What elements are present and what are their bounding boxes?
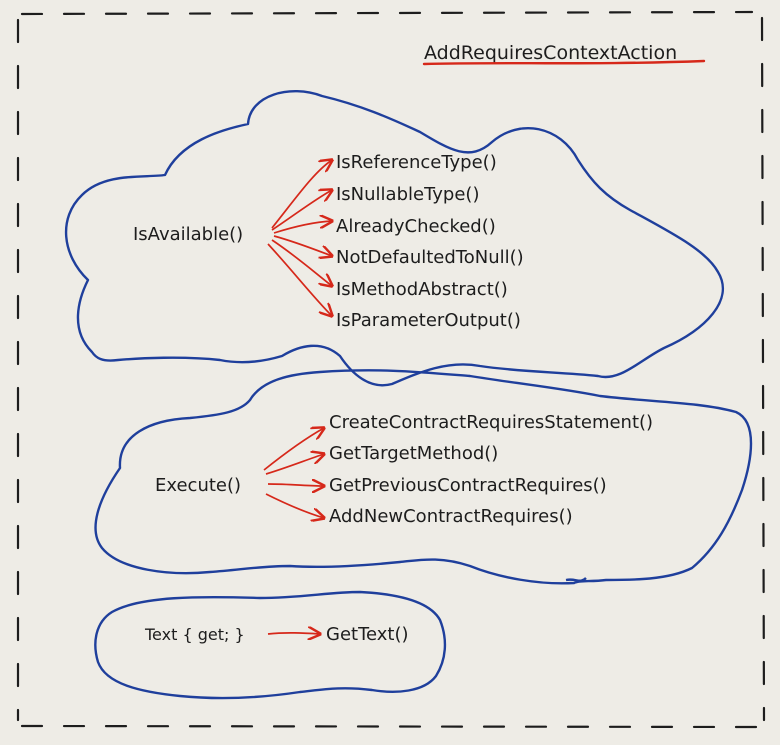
target-already-checked: AlreadyChecked() xyxy=(336,216,496,237)
arrow-get-target-method xyxy=(265,454,324,475)
group-execute: Execute() CreateContractRequiresStatemen… xyxy=(155,412,653,527)
arrow-is-nullable-type xyxy=(271,190,332,231)
title-underline xyxy=(422,59,706,66)
arrows-execute xyxy=(263,428,324,518)
target-is-reference-type: IsReferenceType() xyxy=(336,152,497,173)
target-is-method-abstract: IsMethodAbstract() xyxy=(336,279,508,300)
target-not-defaulted-to-null: NotDefaultedToNull() xyxy=(336,247,524,268)
arrow-is-reference-type xyxy=(271,160,332,229)
arrow-add-new-contract-requires xyxy=(265,493,324,518)
target-create-contract-requires-statement: CreateContractRequiresStatement() xyxy=(329,412,653,433)
group-text: Text { get; } GetText() xyxy=(144,624,409,645)
target-is-nullable-type: IsNullableType() xyxy=(336,184,479,205)
arrows-is-available xyxy=(267,160,332,316)
target-get-target-method: GetTargetMethod() xyxy=(329,443,498,464)
cloud-execute-tail xyxy=(565,577,587,582)
arrow-is-method-abstract xyxy=(271,239,332,286)
source-text-property: Text { get; } xyxy=(144,625,245,644)
cloud-execute xyxy=(94,369,753,585)
cloud-is-available xyxy=(64,90,725,387)
diagram-title: AddRequiresContextAction xyxy=(424,42,677,64)
arrow-not-defaulted-to-null xyxy=(273,235,332,256)
group-is-available: IsAvailable() IsReferenceType() IsNullab… xyxy=(133,152,524,331)
target-get-previous-contract-requires: GetPreviousContractRequires() xyxy=(329,475,607,496)
arrow-is-parameter-output xyxy=(267,243,332,316)
cloud-text xyxy=(94,590,447,700)
target-is-parameter-output: IsParameterOutput() xyxy=(336,310,521,331)
source-execute: Execute() xyxy=(155,475,241,496)
target-add-new-contract-requires: AddNewContractRequires() xyxy=(329,506,573,527)
arrow-get-previous-contract-requires xyxy=(267,484,324,486)
source-is-available: IsAvailable() xyxy=(133,224,243,245)
target-get-text: GetText() xyxy=(326,624,409,645)
dashed-border xyxy=(16,10,766,729)
arrow-create-contract-requires-statement xyxy=(263,428,324,471)
arrow-already-checked xyxy=(273,221,332,234)
arrow-get-text xyxy=(267,633,320,634)
